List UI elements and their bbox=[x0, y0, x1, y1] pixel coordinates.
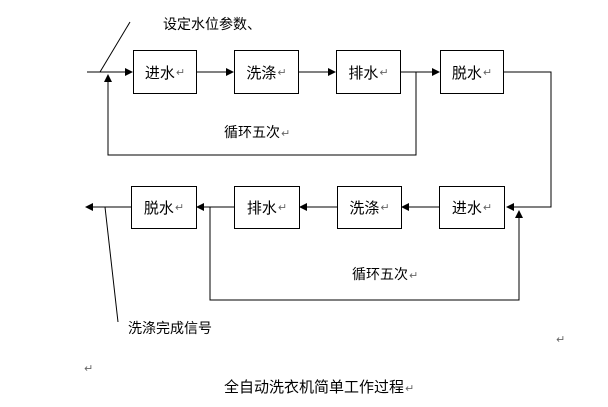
bottom-loop-arrow bbox=[209, 207, 523, 301]
bottom-step-wash: 洗涤↵ bbox=[337, 186, 402, 229]
top-loop-label: 循环五次↵ bbox=[224, 125, 291, 141]
bottom-step-spin: 脱水↵ bbox=[131, 186, 197, 229]
annotation-leader-start bbox=[99, 21, 131, 73]
top-step-wash: 洗涤↵ bbox=[234, 50, 299, 94]
top-step-spin: 脱水↵ bbox=[440, 50, 504, 94]
bottom-loop-label: 循环五次↵ bbox=[352, 267, 419, 283]
annotation-leader-end bbox=[104, 206, 119, 323]
top-step-drain: 排水↵ bbox=[336, 50, 401, 94]
end-annotation: 洗涤完成信号 bbox=[128, 321, 212, 337]
bottom-step-inlet: 进水↵ bbox=[439, 186, 505, 229]
diagram-caption: 全自动洗衣机简单工作过程↵ bbox=[224, 378, 415, 396]
start-annotation: 设定水位参数、 bbox=[163, 17, 261, 33]
bottom-step-drain: 排水↵ bbox=[234, 186, 300, 229]
top-loop-back-arrow bbox=[104, 72, 417, 156]
paragraph-mark: ↵ bbox=[556, 333, 566, 346]
paragraph-mark: ↵ bbox=[84, 362, 94, 375]
top-step-inlet: 进水↵ bbox=[133, 50, 197, 94]
row-transition-arrow bbox=[504, 71, 552, 211]
